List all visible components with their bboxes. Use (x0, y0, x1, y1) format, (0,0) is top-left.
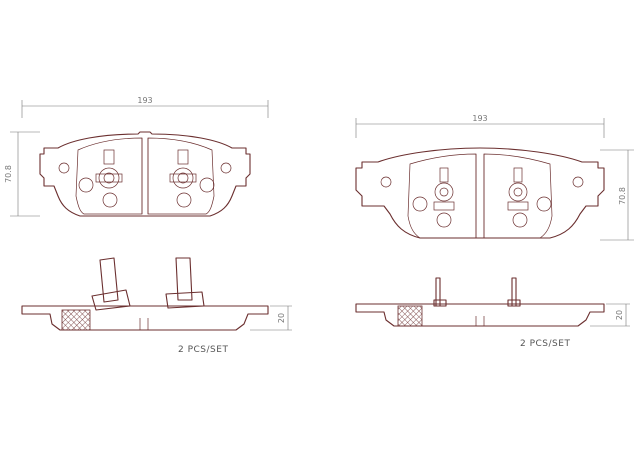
right-height-dimension: 70.8 (600, 149, 634, 241)
left-set-label: 2 PCS/SET (178, 345, 228, 355)
left-backing-plate (39, 131, 251, 217)
left-spring-clip-1 (95, 149, 123, 189)
left-side-plate (21, 305, 269, 331)
right-spring-clip-1 (433, 167, 455, 211)
left-friction-block (75, 137, 143, 215)
left-spring-clip-2 (169, 149, 197, 189)
right-spring-clip-2 (507, 167, 529, 211)
right-pad-side-view: 20 2 PCS/SET (355, 277, 630, 349)
left-height-dimension: 70.8 (4, 131, 40, 217)
right-pad-front-view: 193 70.8 (355, 114, 634, 241)
left-width-label: 193 (137, 96, 152, 105)
left-thickness-label: 20 (277, 313, 286, 323)
right-width-dimension: 193 (355, 114, 605, 138)
left-width-dimension: 193 (21, 96, 269, 118)
left-pad-side-view: 20 2 PCS/SET (21, 257, 292, 355)
right-height-label: 70.8 (618, 187, 627, 205)
right-set-label: 2 PCS/SET (520, 339, 570, 349)
left-thickness-dimension: 20 (250, 305, 292, 331)
right-thickness-label: 20 (615, 310, 624, 320)
left-pad-front-view: 193 70.8 (4, 96, 269, 217)
left-height-label: 70.8 (4, 165, 13, 183)
right-width-label: 193 (472, 114, 487, 123)
right-thickness-dimension: 20 (590, 303, 630, 327)
right-side-plate (355, 303, 605, 327)
right-backing-plate (355, 147, 605, 239)
